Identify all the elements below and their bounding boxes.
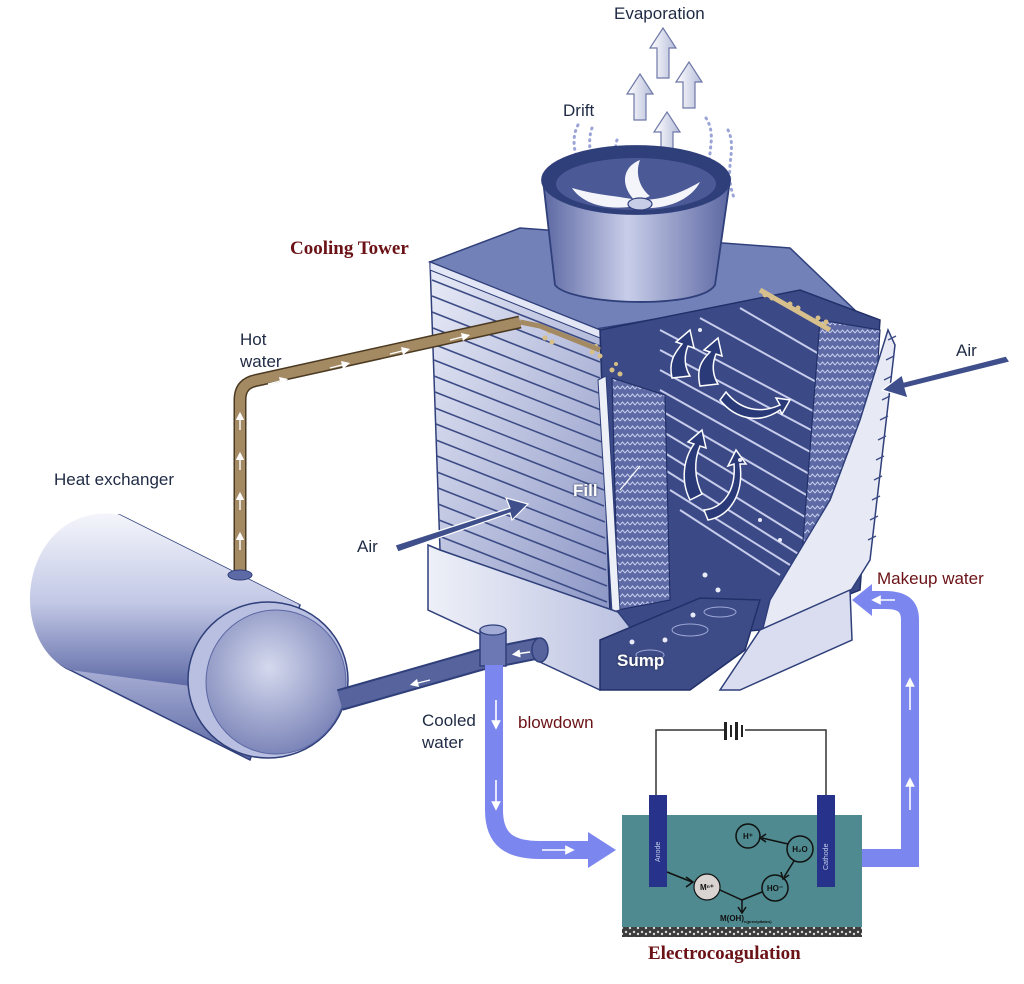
heat-exchanger-end-cap: [205, 609, 347, 755]
air-arrow-left: [394, 497, 530, 553]
fan-blades: [572, 160, 700, 209]
ion-water-text: H₂O: [792, 845, 808, 854]
makeup-arrow-head: [852, 584, 872, 616]
ion-hydroxide-text: HO⁻: [767, 884, 783, 893]
anode-label: Anode: [655, 842, 662, 862]
swirl-arrow: [670, 328, 696, 379]
sump-ripples: [635, 606, 737, 661]
blowdown-label: blowdown: [518, 713, 594, 732]
reaction-arrows: [666, 833, 795, 915]
fan-stack: [541, 145, 732, 303]
hot-water-label-line1: Hot: [240, 330, 267, 349]
makeup-water-label: Makeup water: [877, 569, 984, 588]
air-label-right: Air: [956, 341, 977, 360]
right-louver-edge: [867, 335, 897, 541]
air-arrow-right: [880, 355, 1011, 399]
swirl-arrow: [683, 428, 708, 502]
electrocoagulation-cell: Anode Cathode H⁺ H₂O HO⁻ Mⁿ⁺ M(OH): [622, 722, 862, 937]
fill-pack: [611, 377, 671, 611]
cooled-water-pipe: [336, 624, 549, 711]
evaporation-label: Evaporation: [614, 4, 705, 23]
internal-air-flow-arrows: [670, 328, 792, 521]
swirl-arrow: [719, 390, 792, 419]
air-label-left: Air: [357, 537, 378, 556]
support-post: [597, 375, 621, 613]
pipe-inlet-collar: [227, 569, 253, 581]
evaporation-arrow: [625, 72, 655, 121]
heat-exchanger-label: Heat exchanger: [54, 470, 175, 489]
cathode-label: Cathode: [823, 843, 830, 870]
heat-exchanger: [30, 513, 349, 762]
ion-h-plus-text: H⁺: [743, 832, 753, 841]
water-droplets: [629, 328, 782, 645]
swirl-arrow: [702, 448, 748, 521]
battery-icon: [724, 722, 743, 740]
ion-hydroxide: [761, 874, 789, 902]
fan-hub: [627, 197, 653, 211]
cooled-water-label-line2: water: [422, 733, 464, 752]
cooled-water-flow-arrows: [409, 649, 531, 688]
fill-label: Fill: [573, 481, 598, 500]
ec-circuit-wire: [655, 729, 725, 800]
evaporation-arrow: [648, 26, 678, 79]
tower-base-right: [718, 588, 853, 691]
ion-water: [786, 835, 814, 863]
ec-gravel-bed: [622, 925, 862, 937]
evaporation-arrow: [674, 60, 704, 109]
ion-h-plus: [735, 823, 761, 849]
ion-metal-text: Mⁿ⁺: [700, 883, 714, 892]
swirl-arrow: [698, 336, 724, 387]
hot-water-flow-arrows: [235, 332, 471, 550]
louver-lines: [431, 279, 608, 603]
cathode-electrode: [817, 795, 835, 887]
cooled-water-label-line1: Cooled: [422, 711, 476, 730]
drift-label: Drift: [563, 101, 595, 120]
sump-basin: [599, 597, 761, 691]
blowdown-arrow-head: [588, 832, 616, 868]
ec-circuit-wire: [745, 729, 827, 800]
hot-water-label-line2: water: [240, 352, 282, 371]
fill-leader-line: [619, 465, 641, 491]
anode-electrode: [649, 795, 667, 887]
blowdown-flow: [485, 665, 616, 868]
precipitate-text: M(OH)n(precipitates): [720, 914, 772, 924]
ion-metal: [693, 873, 721, 901]
sump-label: Sump: [617, 651, 665, 670]
tee-fitting: [479, 629, 507, 667]
cooling-tower-title: Cooling Tower: [290, 238, 409, 259]
hot-water-pipe: [233, 287, 832, 575]
makeup-water-flow: [852, 584, 919, 867]
electrocoagulation-title: Electrocoagulation: [648, 943, 801, 964]
